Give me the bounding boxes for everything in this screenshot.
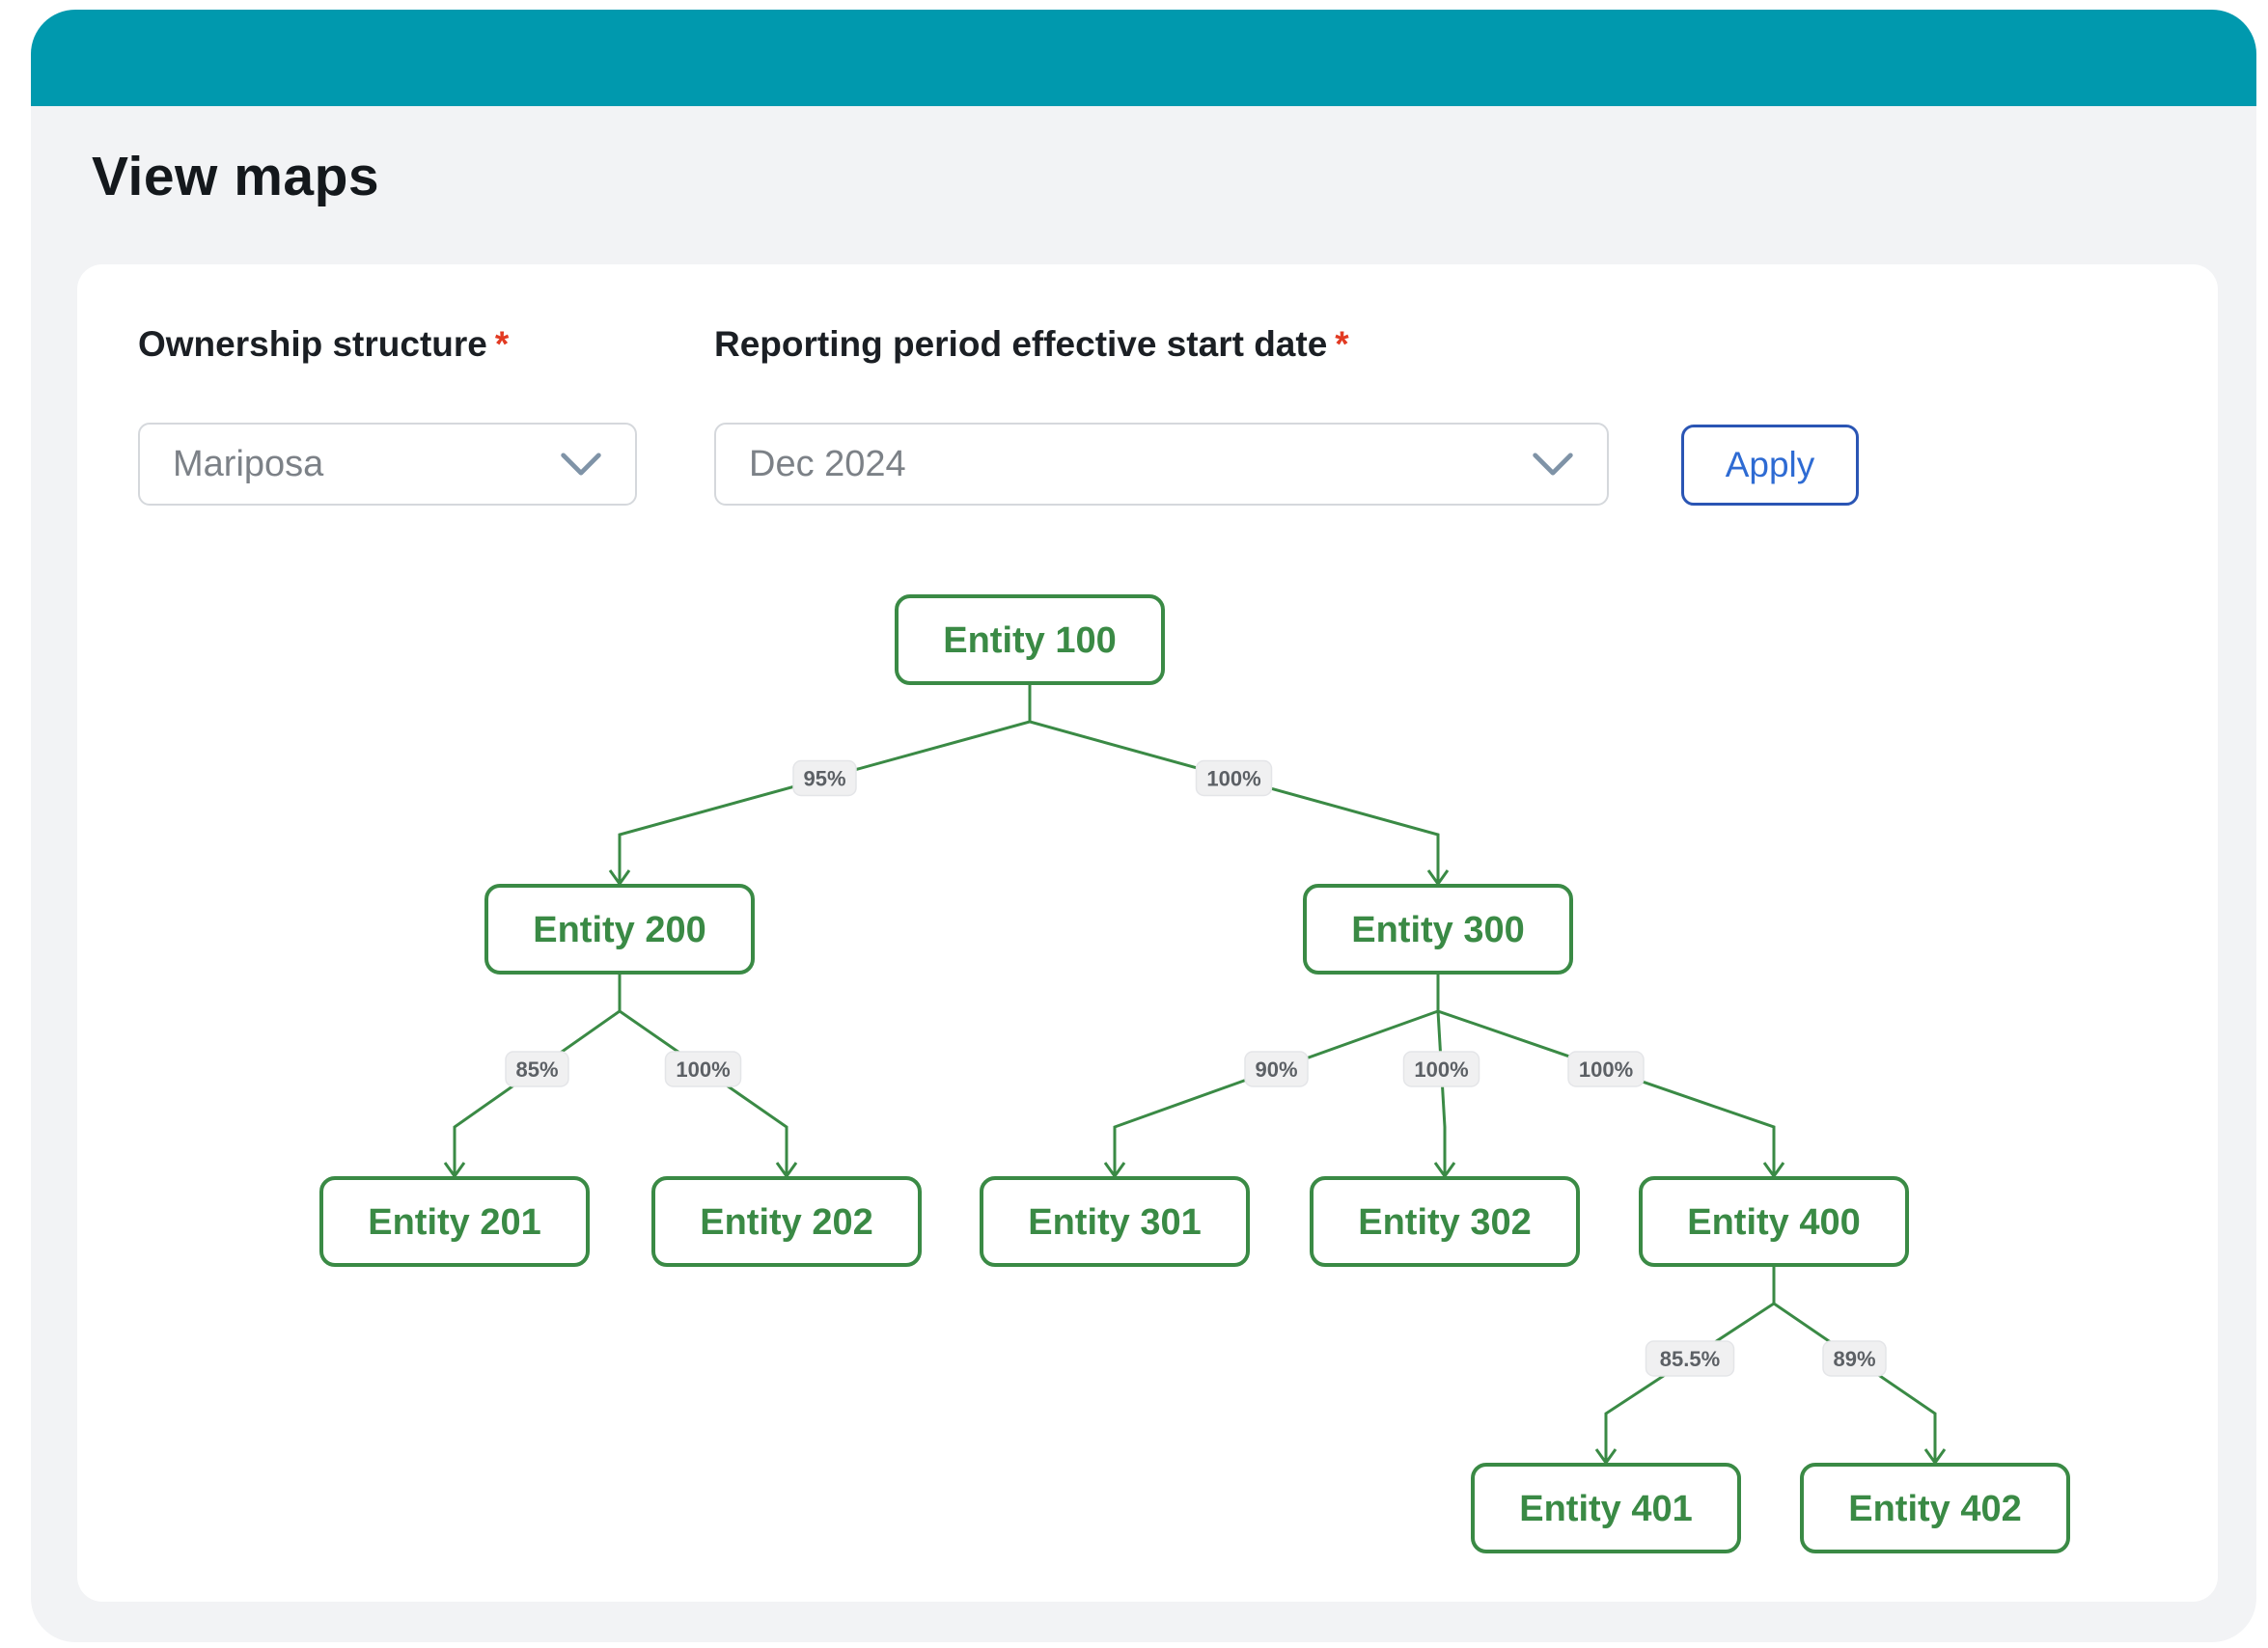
entity-node-e302[interactable]: Entity 302	[1310, 1176, 1580, 1267]
svg-text:Entity 201: Entity 201	[368, 1202, 541, 1243]
svg-text:Entity 200: Entity 200	[533, 910, 706, 950]
svg-text:Entity 300: Entity 300	[1351, 910, 1525, 950]
map-card: Ownership structure* Reporting period ef…	[77, 264, 2218, 1602]
svg-text:Entity 400: Entity 400	[1687, 1202, 1861, 1243]
required-asterisk: *	[494, 324, 510, 364]
app-panel: View maps Ownership structure* Reporting…	[31, 10, 2256, 1642]
svg-text:Entity 202: Entity 202	[700, 1202, 873, 1243]
entity-node-e200[interactable]: Entity 200	[484, 884, 755, 975]
entity-node-e301[interactable]: Entity 301	[980, 1176, 1250, 1267]
entity-node-e400[interactable]: Entity 400	[1639, 1176, 1909, 1267]
svg-text:Entity 402: Entity 402	[1848, 1489, 2022, 1529]
teal-header-bar	[31, 10, 2256, 106]
chevron-down-icon	[1533, 453, 1573, 476]
svg-text:Entity 401: Entity 401	[1519, 1489, 1693, 1529]
entity-node-e201[interactable]: Entity 201	[319, 1176, 590, 1267]
ownership-structure-label: Ownership structure*	[138, 324, 510, 364]
entity-node-e300[interactable]: Entity 300	[1303, 884, 1573, 975]
reporting-period-value: Dec 2024	[749, 443, 906, 484]
entity-node-e401[interactable]: Entity 401	[1471, 1463, 1741, 1553]
svg-text:Entity 302: Entity 302	[1358, 1202, 1532, 1243]
svg-text:Entity 100: Entity 100	[943, 620, 1117, 661]
ownership-structure-select[interactable]: Mariposa	[138, 423, 637, 506]
entity-node-e202[interactable]: Entity 202	[651, 1176, 922, 1267]
reporting-period-select[interactable]: Dec 2024	[714, 423, 1609, 506]
required-asterisk: *	[1335, 324, 1349, 364]
svg-text:Entity 301: Entity 301	[1028, 1202, 1202, 1243]
reporting-period-label: Reporting period effective start date*	[714, 324, 1349, 364]
apply-button[interactable]: Apply	[1681, 425, 1859, 506]
page-title: View maps	[92, 146, 380, 207]
entity-node-e100[interactable]: Entity 100	[895, 594, 1165, 685]
ownership-structure-value: Mariposa	[173, 443, 324, 484]
chevron-down-icon	[561, 453, 601, 476]
entity-node-e402[interactable]: Entity 402	[1800, 1463, 2070, 1553]
